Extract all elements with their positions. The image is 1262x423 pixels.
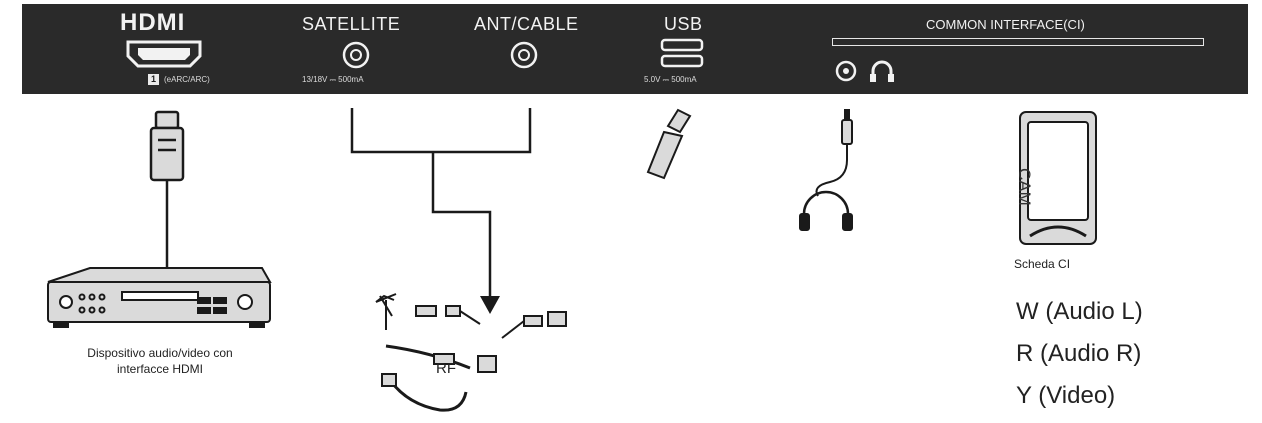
av-device-caption-line2: interfacce HDMI bbox=[116, 362, 204, 376]
hdmi-logo: HDMI bbox=[120, 9, 202, 68]
ci-card-icon bbox=[1019, 111, 1097, 245]
rf-splitter-icon bbox=[375, 293, 567, 412]
satellite-spec: 13/18V ⎓ 500mA bbox=[302, 75, 364, 84]
hdmi-logo-text: HDMI bbox=[120, 9, 185, 36]
ci-card-caption: Scheda CI bbox=[1014, 257, 1071, 271]
legend-item: R (Audio R) bbox=[1016, 340, 1142, 367]
hdmi-port-mode: (eARC/ARC) bbox=[164, 75, 210, 84]
av-device-caption: Dispositivo audio/video con interfacce H… bbox=[52, 345, 268, 377]
satellite-label: SATELLITE bbox=[302, 14, 401, 34]
rear-panel bbox=[22, 4, 1248, 94]
headphones-icon bbox=[799, 109, 853, 231]
rf-arrow-icon bbox=[480, 296, 500, 314]
hdmi-cable-icon bbox=[149, 110, 185, 270]
legend-item: Y (Video) bbox=[1016, 382, 1116, 409]
av-device-caption-line1: Dispositivo audio/video con bbox=[87, 346, 233, 360]
hdmi-port-number: 1 bbox=[148, 74, 159, 85]
usb-label: USB bbox=[664, 14, 703, 34]
rf-label: RF bbox=[436, 360, 456, 377]
rf-connection-lines bbox=[350, 108, 532, 298]
antenna-label: ANT/CABLE bbox=[474, 14, 579, 34]
usb-spec: 5.0V ⎓ 500mA bbox=[644, 75, 697, 84]
usb-stick-icon bbox=[646, 108, 692, 180]
legend-item: W (Audio L) bbox=[1016, 298, 1143, 325]
cam-label: CAM bbox=[1015, 168, 1034, 206]
ci-card-slot bbox=[832, 38, 1204, 46]
hdmi-port-inner bbox=[138, 48, 190, 60]
av-device-icon bbox=[47, 267, 272, 328]
ci-label: COMMON INTERFACE(CI) bbox=[926, 17, 1085, 32]
hdmi-port-icon bbox=[126, 40, 202, 68]
